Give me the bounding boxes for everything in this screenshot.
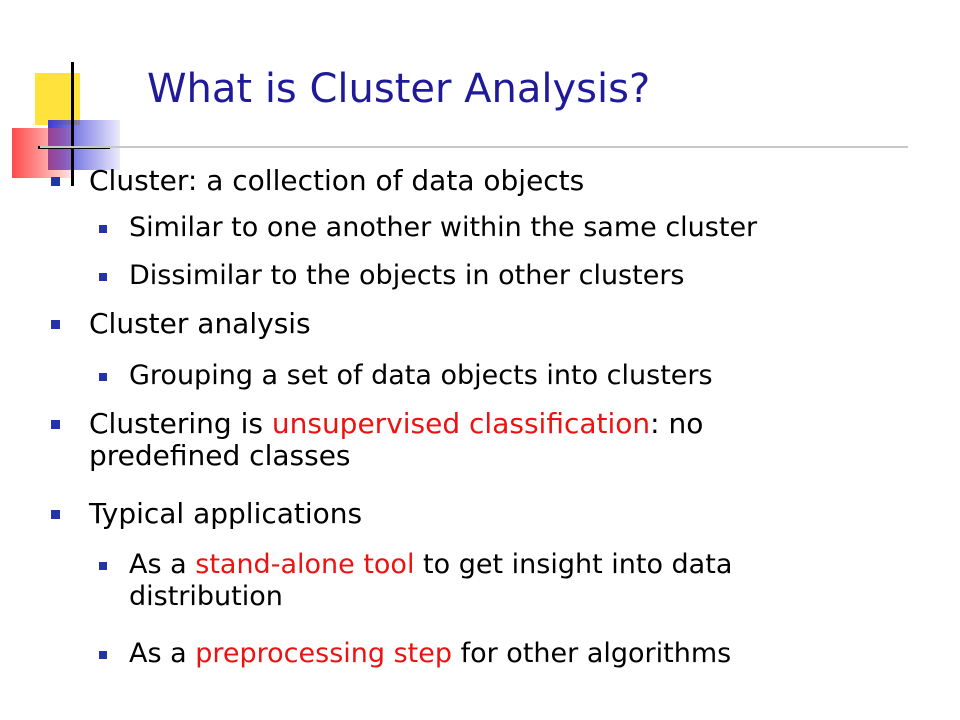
bullet-item: Cluster: a collection of data objects [51,164,585,197]
bullet-text: Grouping a set of data objects into clus… [129,360,713,391]
bullet-text: to get insight into data [414,549,733,580]
title-divider-line [40,146,908,148]
slide-title: What is Cluster Analysis? [147,66,651,112]
bullet-item: Clustering is unsupervised classificatio… [51,407,704,472]
bullet-marker-icon [99,225,107,233]
bullet-text: As a [129,549,196,580]
bullet-text: Clustering is [89,407,272,440]
bullet-item: As a preprocessing step for other algori… [99,638,732,670]
bullet-text: Cluster: a collection of data objects [89,164,585,197]
bullet-text: Dissimilar to the objects in other clust… [129,260,685,291]
bullet-item: Cluster analysis [51,307,311,340]
bullet-text: distribution [129,581,283,612]
logo-vertical-line [71,62,74,186]
bullet-marker-icon [99,562,107,570]
bullet-marker-icon [51,510,60,519]
bullet-item: Typical applications [51,497,363,530]
bullet-text: for other algorithms [452,638,732,669]
bullet-text: Typical applications [89,497,363,530]
logo-red-square [12,128,72,178]
slide-logo-graphic [12,62,120,186]
bullet-marker-icon [51,420,60,429]
bullet-marker-icon [51,320,60,329]
bullet-emphasis-text: preprocessing step [195,638,453,669]
bullet-marker-icon [51,177,60,186]
bullet-item: As a stand-alone tool to get insight int… [99,549,733,613]
bullet-item: Grouping a set of data objects into clus… [99,360,713,392]
bullet-text: : no [650,407,704,440]
bullet-marker-icon [99,273,107,281]
bullet-item: Dissimilar to the objects in other clust… [99,260,685,292]
bullet-marker-icon [99,651,107,659]
bullet-text: Similar to one another within the same c… [129,212,758,243]
bullet-text: As a [129,638,196,669]
bullet-item: Similar to one another within the same c… [99,212,758,244]
bullet-text: Cluster analysis [89,307,311,340]
bullet-text: predefined classes [89,439,351,472]
bullet-marker-icon [99,373,107,381]
bullet-emphasis-text: unsupervised classification [271,407,651,440]
bullet-emphasis-text: stand-alone tool [195,549,415,580]
